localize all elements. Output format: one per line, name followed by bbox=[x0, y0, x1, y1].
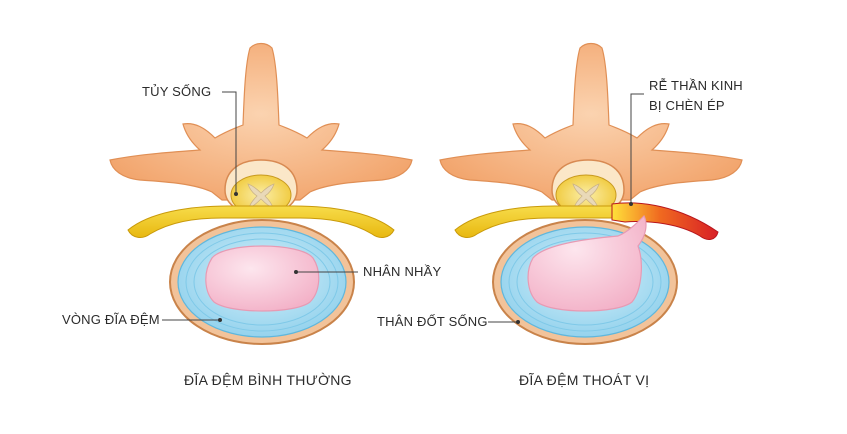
label-nucleus: NHÂN NHẦY bbox=[363, 264, 442, 279]
label-nerve-root-line1: RỄ THẦN KINH bbox=[649, 78, 743, 93]
herniated-annulus-ring bbox=[508, 232, 662, 332]
leader-nucleus-dot bbox=[294, 270, 298, 274]
normal-nerve-roots bbox=[127, 205, 395, 238]
leader-annulus-dot bbox=[218, 318, 222, 322]
caption-herniated: ĐĨA ĐỆM THOÁT VỊ bbox=[519, 372, 650, 388]
herniated-annulus-ring bbox=[516, 238, 654, 326]
label-spinal-cord: TỦY SỐNG bbox=[142, 84, 212, 99]
herniated-nerve-roots-left bbox=[454, 205, 613, 238]
herniated-vertebra bbox=[439, 42, 743, 345]
leader-lines bbox=[162, 91, 644, 324]
caption-normal: ĐĨA ĐỆM BÌNH THƯỜNG bbox=[184, 372, 352, 388]
normal-vertebra bbox=[109, 42, 413, 345]
herniated-nucleus bbox=[527, 214, 647, 312]
label-nerve-root-line2: BỊ CHÈN ÉP bbox=[649, 98, 725, 113]
normal-nucleus bbox=[205, 245, 320, 312]
herniated-posterior-arch bbox=[439, 42, 743, 201]
label-vertebral-body: THÂN ĐỐT SỐNG bbox=[377, 314, 488, 329]
normal-annulus-ring bbox=[193, 238, 331, 326]
leader-vertebral-body-dot bbox=[516, 320, 520, 324]
normal-annulus-ring bbox=[185, 232, 339, 332]
normal-posterior-arch bbox=[109, 42, 413, 201]
leader-spinal-cord bbox=[222, 91, 237, 194]
label-annulus: VÒNG ĐĨA ĐỆM bbox=[62, 312, 160, 327]
leader-nerve-root bbox=[630, 93, 644, 204]
leader-nerve-root-dot bbox=[629, 202, 633, 206]
compressed-nerve-root bbox=[611, 202, 719, 240]
leader-spinal-cord-dot bbox=[234, 192, 238, 196]
